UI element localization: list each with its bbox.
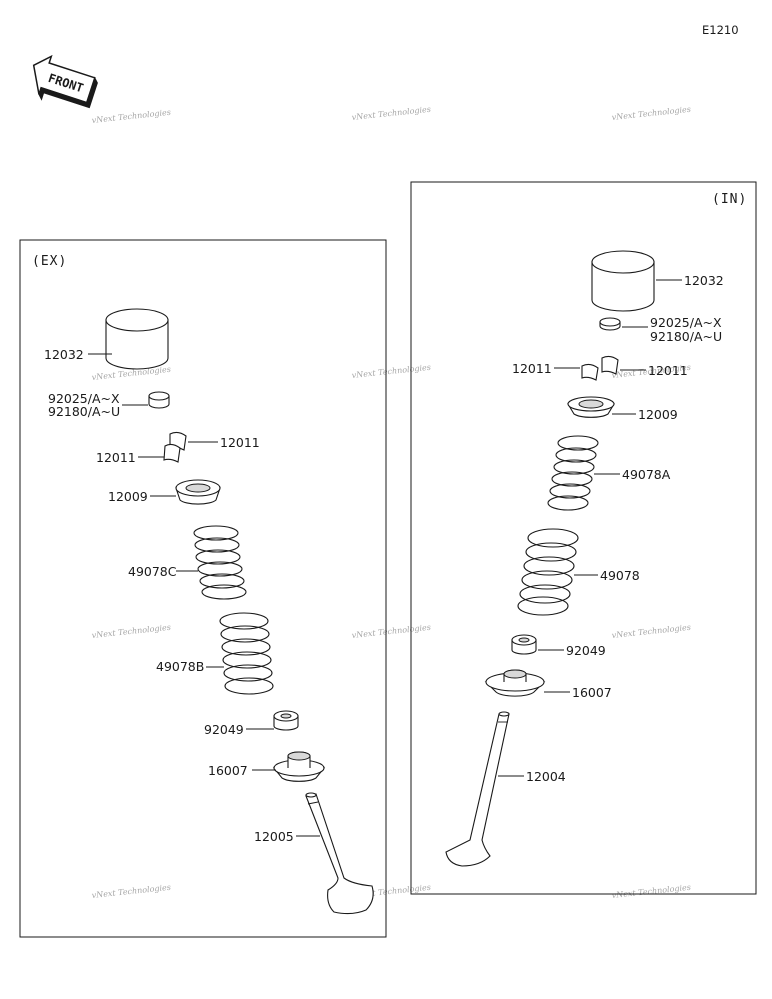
in-label-tappet: 12032 — [684, 273, 724, 288]
in-label-valve: 12004 — [526, 769, 566, 784]
ex-label-collet-right: 12011 — [220, 435, 260, 450]
ex-label-shim-a: 92025/A~X — [48, 391, 120, 406]
in-label-seat: 16007 — [572, 685, 612, 700]
in-collet-icon — [581, 355, 619, 381]
ex-label-seal: 92049 — [204, 722, 244, 737]
in-label-spring-outer: 49078 — [600, 568, 640, 583]
in-label-shim-a: 92025/A~X — [650, 315, 722, 330]
ex-panel-border — [19, 239, 387, 938]
watermark-text: vNext Technologies — [351, 105, 431, 122]
in-panel: (IN) 12032 92025/A~X 92180/A~U 12011 120… — [410, 181, 757, 895]
ex-panel-title: (EX) — [32, 254, 67, 269]
in-tappet-icon — [591, 250, 655, 312]
ex-label-shim-b: 92180/A~U — [48, 404, 120, 419]
watermark-text: vNext Technologies — [351, 363, 431, 380]
front-arrow-icon: FRONT — [32, 54, 98, 109]
ex-spring-outer-icon — [219, 612, 274, 695]
ex-label-seat: 16007 — [208, 763, 248, 778]
in-label-spring-inner: 49078A — [622, 467, 671, 482]
ex-seal-icon — [273, 710, 299, 731]
ex-label-tappet: 12032 — [44, 347, 84, 362]
diagram-code: E1210 — [702, 23, 739, 37]
ex-collet-icon — [163, 431, 187, 463]
ex-label-spring-outer: 49078B — [156, 659, 204, 674]
in-seat-icon — [484, 669, 546, 697]
in-label-seal: 92049 — [566, 643, 606, 658]
ex-valve-icon — [305, 792, 374, 915]
ex-label-collet-left: 12011 — [96, 450, 136, 465]
watermark-text: vNext Technologies — [91, 108, 171, 125]
ex-panel: (EX) 12032 92025/A~X 92180/A~U 12011 120… — [19, 239, 387, 938]
in-panel-border — [410, 181, 757, 895]
watermark-text: vNext Technologies — [611, 623, 691, 640]
in-retainer-icon — [567, 396, 615, 418]
watermark-text: vNext Technologies — [351, 623, 431, 640]
ex-retainer-icon — [175, 479, 221, 505]
ex-seat-icon — [272, 751, 326, 782]
in-valve-icon — [445, 711, 510, 867]
in-seal-icon — [511, 634, 537, 655]
in-label-collet-right: 12011 — [648, 363, 688, 378]
ex-label-valve: 12005 — [254, 829, 294, 844]
in-spring-outer-icon — [517, 528, 579, 616]
ex-label-retainer: 12009 — [108, 489, 148, 504]
in-label-shim-b: 92180/A~U — [650, 329, 722, 344]
ex-shim-icon — [148, 391, 170, 409]
watermark-text: vNext Technologies — [611, 883, 691, 900]
ex-label-spring-inner: 49078C — [128, 564, 177, 579]
watermarks: vNext Technologies vNext Technologies vN… — [91, 105, 691, 900]
ex-tappet-icon — [105, 308, 169, 370]
in-panel-title: (IN) — [712, 192, 747, 207]
watermark-text: vNext Technologies — [91, 883, 171, 900]
ex-spring-inner-icon — [193, 525, 247, 600]
in-shim-icon — [599, 317, 621, 331]
watermark-text: vNext Technologies — [611, 105, 691, 122]
in-spring-inner-icon — [547, 435, 599, 511]
in-label-collet-left: 12011 — [512, 361, 552, 376]
in-label-retainer: 12009 — [638, 407, 678, 422]
watermark-text: vNext Technologies — [91, 623, 171, 640]
